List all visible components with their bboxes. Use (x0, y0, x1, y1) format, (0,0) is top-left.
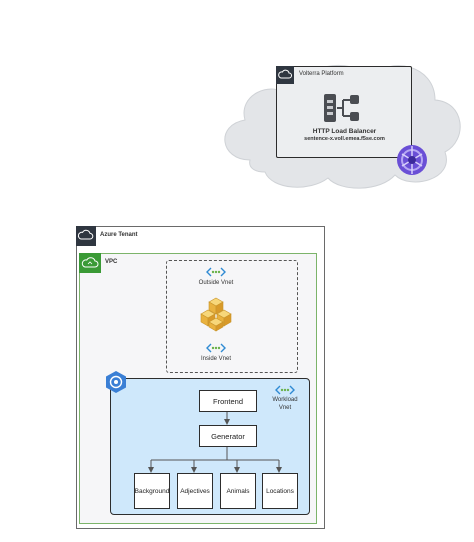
cloud-icon (76, 226, 96, 246)
volterra-title: Volterra Platform (299, 71, 344, 77)
vnet-icon (275, 385, 295, 395)
load-balancer-icon (324, 94, 359, 122)
workload-vnet-line1: Workload (272, 397, 298, 403)
service-adjectives: Adjectives (177, 473, 213, 509)
outside-vnet-label: Outside Vnet (198, 280, 234, 286)
vnet-icon (206, 343, 226, 353)
vnet-icon (206, 267, 226, 277)
generator-node: Generator (199, 425, 257, 447)
service-background: Background (134, 473, 170, 509)
workload-vnet-line2: Vnet (278, 405, 292, 411)
frontend-node: Frontend (199, 390, 257, 412)
lb-title: HTTP Load Balancer (312, 128, 377, 135)
kubernetes-icon (106, 371, 126, 393)
inside-vnet-label: Inside Vnet (200, 356, 232, 362)
vpc-cloud-icon (79, 253, 101, 273)
cloud-icon (276, 66, 294, 84)
cubes-icon (200, 297, 232, 332)
service-animals: Animals (220, 473, 256, 509)
vnet-dashed-region (166, 260, 298, 373)
volterra-logo-icon (397, 145, 427, 175)
vpc-label: VPC (105, 259, 118, 265)
lb-host: sentence-x.voll.emea.f5se.com (304, 136, 385, 142)
azure-title: Azure Tenant (100, 232, 138, 238)
service-locations: Locations (262, 473, 298, 509)
